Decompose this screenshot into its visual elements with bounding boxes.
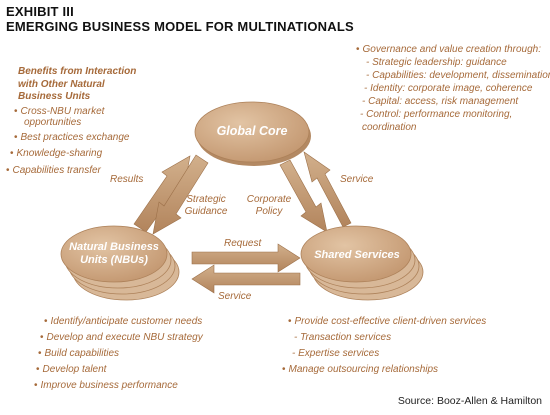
benefits-item: Cross-NBU market <box>4 106 136 118</box>
nbu-ellipse <box>60 225 168 283</box>
nbu-label-line: Units (NBUs) <box>80 254 148 266</box>
exhibit-number: EXHIBIT III <box>6 4 74 19</box>
results-label: Results <box>110 174 144 185</box>
nbu-activity-item: Build capabilities <box>38 346 203 362</box>
benefits-block: Benefits from Interaction with Other Nat… <box>4 66 137 178</box>
nbu-activity-item: Develop and execute NBU strategy <box>40 330 203 346</box>
nbu-activities-list: Identify/anticipate customer needs Devel… <box>34 314 203 394</box>
corporate-policy-arrow <box>279 159 328 233</box>
governance-intro: Governance and value creation through: <box>356 43 550 56</box>
global-core-label: Global Core <box>216 124 288 138</box>
service-down-arrow <box>191 264 301 294</box>
nbu-activity-item: Develop talent <box>36 362 203 378</box>
page-title: EMERGING BUSINESS MODEL FOR MULTINATIONA… <box>6 19 354 34</box>
shared-service-item: Manage outsourcing relationships <box>282 362 486 378</box>
benefits-item-continued: opportunities <box>24 117 82 128</box>
strategic-guidance-line: Strategic <box>186 194 226 205</box>
service-down-label: Service <box>218 291 252 302</box>
source-credit: Source: Booz-Allen & Hamilton <box>397 395 542 407</box>
shared-services-label: Shared Services <box>314 249 400 261</box>
nbu-label: Natural Business Units (NBUs) <box>58 241 170 267</box>
benefits-item: Knowledge-sharing <box>4 148 136 161</box>
governance-item: Identity: corporate image, coherence <box>356 82 550 95</box>
shared-service-item: Transaction services <box>286 330 486 346</box>
corporate-policy-line: Policy <box>255 206 283 217</box>
benefits-heading-line: Business Units <box>18 91 91 102</box>
corporate-policy-label: Corporate Policy <box>242 194 296 218</box>
shared-service-item: Provide cost-effective client-driven ser… <box>288 314 487 330</box>
request-arrow <box>191 243 301 273</box>
shared-ellipse <box>300 225 412 283</box>
global-core-ellipse <box>194 101 310 163</box>
strategic-guidance-arrow <box>152 154 209 235</box>
benefits-item: Capabilities transfer <box>4 165 136 178</box>
benefits-heading-line: with Other Natural <box>18 78 105 90</box>
request-label: Request <box>224 238 262 249</box>
governance-item: Capital: access, risk management <box>354 95 550 108</box>
nbu-label-line: Natural Business <box>69 241 159 253</box>
benefits-heading-line: Benefits from Interaction <box>18 66 137 77</box>
service-up-arrow <box>303 151 352 228</box>
governance-item-continued: coordination <box>362 122 417 133</box>
governance-item: Control: performance monitoring, <box>352 108 550 121</box>
shared-services-list: Provide cost-effective client-driven ser… <box>282 314 487 378</box>
governance-block: Governance and value creation through: S… <box>356 43 550 134</box>
governance-item: Strategic leadership: guidance <box>358 56 550 69</box>
nbu-activity-item: Identify/anticipate customer needs <box>44 314 203 330</box>
governance-item: Capabilities: development, dissemination <box>358 69 550 82</box>
strategic-guidance-label: Strategic Guidance <box>180 194 232 218</box>
corporate-policy-line: Corporate <box>246 194 292 205</box>
shared-service-item: Expertise services <box>284 346 486 362</box>
nbu-activity-item: Improve business performance <box>34 378 203 394</box>
strategic-guidance-line: Guidance <box>184 206 228 217</box>
benefits-item: Best practices exchange <box>4 132 136 145</box>
service-up-label: Service <box>340 174 374 185</box>
